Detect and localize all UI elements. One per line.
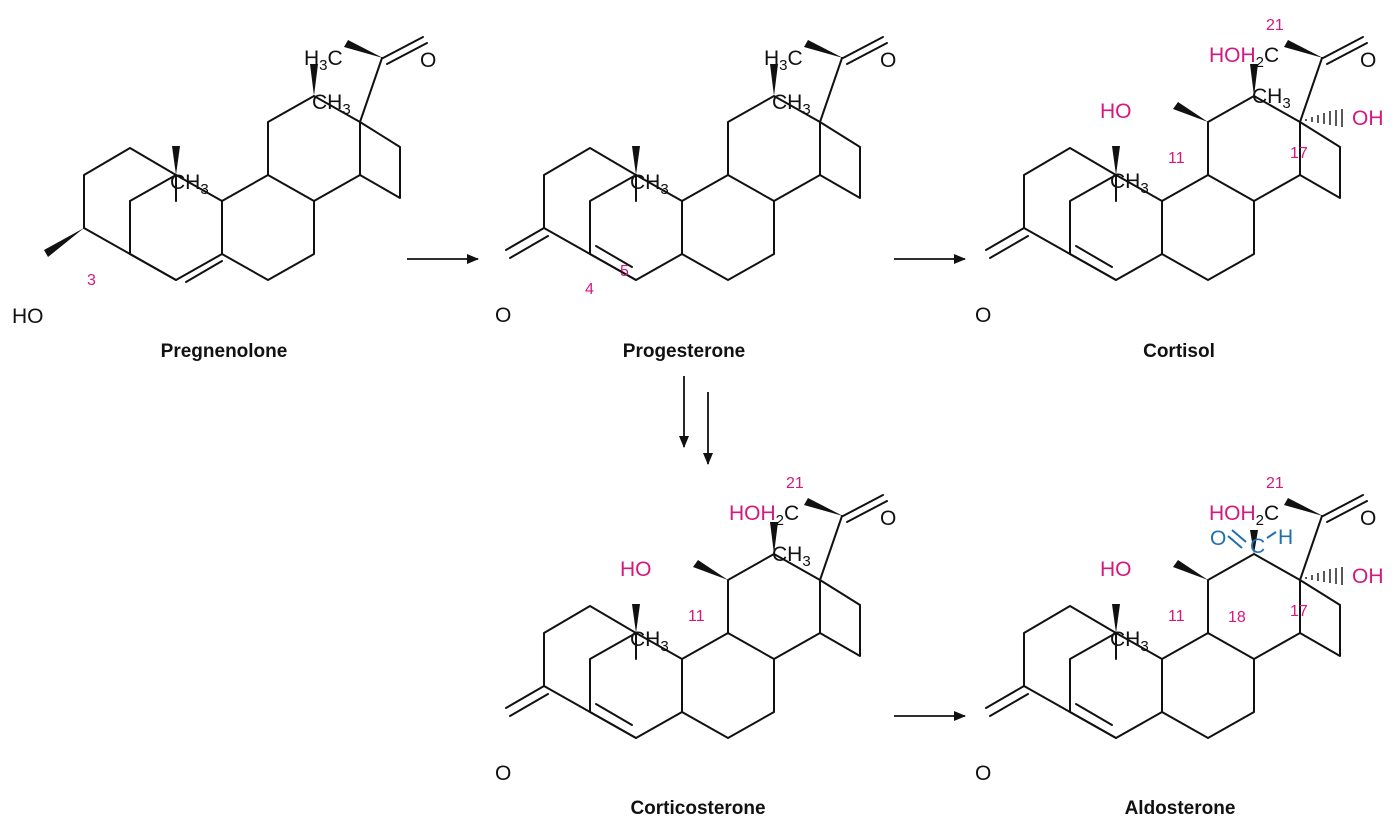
aldehyde-h: H <box>1278 526 1293 549</box>
h3c-label: H3C <box>304 47 343 74</box>
oh-c17: OH <box>1352 565 1384 588</box>
oh-c17: OH <box>1352 107 1384 130</box>
ho-c11: HO <box>620 558 652 581</box>
ch3-c19: CH3 <box>1110 170 1149 197</box>
h3c-label: H3C <box>764 47 803 74</box>
reaction-arrows <box>407 254 966 721</box>
ch3-c19: CH3 <box>630 628 669 655</box>
wedge-c21 <box>804 498 843 516</box>
wedge-c18 <box>1250 530 1258 554</box>
locant-11: 11 <box>1168 150 1185 167</box>
wedge-c10 <box>632 604 640 633</box>
locant-21: 21 <box>786 475 804 492</box>
wedge-c13 <box>770 522 778 554</box>
locant-11: 11 <box>1168 608 1185 625</box>
ho-c11: HO <box>1100 558 1132 581</box>
name-pregnenolone: Pregnenolone <box>161 341 288 362</box>
wedge-c13 <box>310 64 318 96</box>
ch3-c19: CH3 <box>630 171 669 198</box>
ch3-c18: CH3 <box>1252 85 1291 112</box>
ho-c11: HO <box>1100 100 1132 123</box>
wedge-c21 <box>1284 40 1323 58</box>
ring-ketone-o: O <box>495 304 511 327</box>
molecule-aldosterone: 21 HOH2C O O C H HO OH CH3 11 18 17 O Al… <box>975 475 1384 819</box>
hoh2c-label: HOH2C <box>1209 502 1279 529</box>
ch3-c19: CH3 <box>1110 628 1149 655</box>
locant-11: 11 <box>688 608 705 625</box>
ch3-c18: CH3 <box>312 91 351 118</box>
wedge-c10 <box>1112 604 1120 633</box>
ch3-c18: CH3 <box>772 543 811 570</box>
wedge-c10 <box>172 146 180 175</box>
name-progesterone: Progesterone <box>623 341 745 362</box>
hash-17-oh <box>1305 567 1343 585</box>
locant-17: 17 <box>1290 603 1308 620</box>
name-corticosterone: Corticosterone <box>630 798 765 819</box>
wedge-11-oh <box>693 560 728 580</box>
ring-ketone-o: O <box>495 762 511 785</box>
wedge-c10 <box>1112 146 1120 175</box>
molecule-pregnenolone: H3C O CH3 CH3 HO 3 Pregnenolone <box>12 36 436 362</box>
locant-3: 3 <box>87 272 96 289</box>
ketone-o: O <box>420 49 436 72</box>
ch3-c18: CH3 <box>772 91 811 118</box>
aldehyde-double-bond <box>1227 529 1247 549</box>
locant-4: 4 <box>585 281 594 298</box>
wedge-c13 <box>770 64 778 96</box>
wedge-3-oh <box>44 228 84 257</box>
ch3-c19: CH3 <box>170 171 209 198</box>
locant-5: 5 <box>620 263 629 280</box>
locant-21: 21 <box>1266 475 1284 492</box>
molecule-progesterone: H3C O CH3 CH3 O 4 5 Progesterone <box>495 36 896 362</box>
wedge-c13 <box>1250 64 1258 96</box>
molecule-corticosterone: 21 HOH2C O HO CH3 CH3 11 O Corticosteron… <box>495 475 896 819</box>
ho-c3: HO <box>12 305 44 328</box>
locant-21: 21 <box>1266 17 1284 34</box>
locant-17: 17 <box>1290 145 1308 162</box>
wedge-11-oh <box>1173 560 1208 580</box>
ketone-o: O <box>880 507 896 530</box>
name-cortisol: Cortisol <box>1143 341 1215 362</box>
aldehyde-o: O <box>1210 527 1226 550</box>
wedge-acetyl <box>804 40 843 58</box>
wedge-11-oh <box>1173 102 1208 122</box>
wedge-c10 <box>632 146 640 175</box>
hash-17-oh <box>1305 109 1343 127</box>
molecule-cortisol: 21 HOH2C O HO OH CH3 CH3 11 17 O Cortiso… <box>975 17 1384 362</box>
name-aldosterone: Aldosterone <box>1125 798 1236 819</box>
ketone-o: O <box>880 49 896 72</box>
aldehyde-c: C <box>1250 535 1265 558</box>
ring-ketone-o: O <box>975 304 991 327</box>
hoh2c-label: HOH2C <box>1209 44 1279 71</box>
wedge-acetyl <box>344 40 383 58</box>
ketone-o: O <box>1360 507 1376 530</box>
ring-ketone-o: O <box>975 762 991 785</box>
aldehyde-ch-bond <box>1266 531 1277 539</box>
locant-18: 18 <box>1228 609 1246 626</box>
hoh2c-label: HOH2C <box>729 502 799 529</box>
wedge-c21 <box>1284 498 1323 516</box>
ketone-o: O <box>1360 49 1376 72</box>
